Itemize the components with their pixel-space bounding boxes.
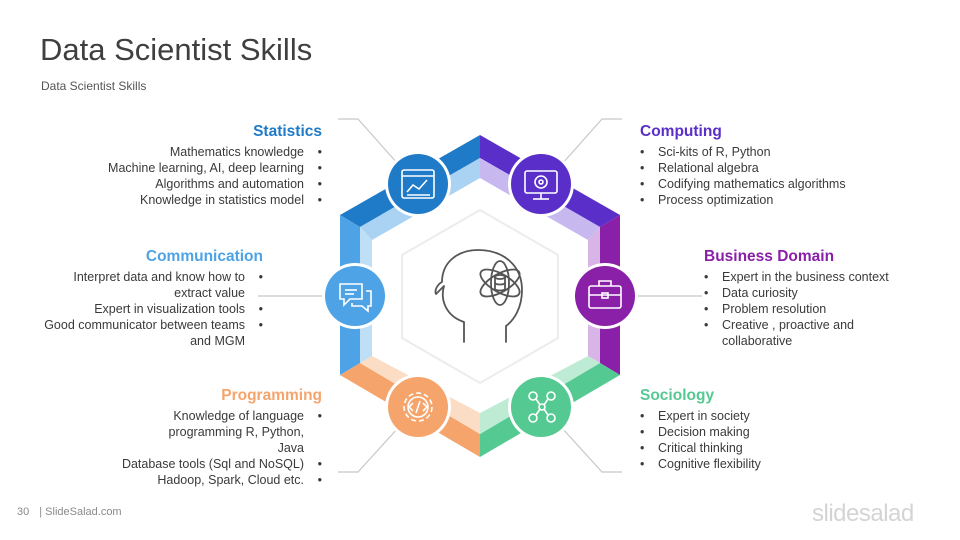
statistics-item: Knowledge in statistics model xyxy=(40,192,322,208)
computing-connector xyxy=(561,118,622,165)
sociology-item: Expert in society xyxy=(640,408,900,424)
communication-heading: Communication xyxy=(145,248,263,265)
communication-item: Interpret data and know how to extract v… xyxy=(40,269,263,301)
brand-logo: slidesalad xyxy=(812,500,914,527)
statistics-item: Mathematics knowledge xyxy=(40,144,322,160)
business-item: Creative , proactive and collaborative xyxy=(704,317,914,349)
code-gear-icon xyxy=(403,392,433,422)
people-network-icon xyxy=(528,391,556,423)
statistics-item: Algorithms and automation xyxy=(40,176,322,192)
statistics-item: Machine learning, AI, deep learning xyxy=(40,160,322,176)
node-sociology xyxy=(508,374,574,440)
computing-item: Sci-kits of R, Python xyxy=(640,144,900,160)
sociology-item: Critical thinking xyxy=(640,440,900,456)
programming-item: Database tools (Sql and NoSQL) xyxy=(40,456,322,472)
monitor-gear-icon xyxy=(524,170,558,200)
programming-connector xyxy=(338,427,399,473)
programming-item: Hadoop, Spark, Cloud etc. xyxy=(40,472,322,488)
business-block: Business Domain Expert in the business c… xyxy=(704,247,914,349)
statistics-heading: Statistics xyxy=(253,123,322,140)
footer-site: | SlideSalad.com xyxy=(39,506,122,518)
statistics-block: Statistics Mathematics knowledge Machine… xyxy=(40,122,322,208)
computing-item: Process optimization xyxy=(640,192,900,208)
programming-item: Knowledge of language programming R, Pyt… xyxy=(40,408,322,456)
computing-block: Computing Sci-kits of R, Python Relation… xyxy=(640,122,900,208)
sociology-heading: Sociology xyxy=(640,387,715,404)
statistics-connector xyxy=(338,118,399,165)
node-statistics xyxy=(385,151,451,217)
sociology-item: Cognitive flexibility xyxy=(640,456,900,472)
programming-heading: Programming xyxy=(221,387,322,404)
sociology-connector xyxy=(561,427,622,473)
node-business xyxy=(572,263,638,329)
head-atom-database-icon xyxy=(434,249,523,343)
footer: 30 | SlideSalad.com xyxy=(17,506,122,518)
dashboard-chart-icon xyxy=(401,169,435,199)
chat-bubbles-icon xyxy=(339,283,372,313)
node-programming xyxy=(385,374,451,440)
slide-subtitle: Data Scientist Skills xyxy=(41,79,147,93)
page-number: 30 xyxy=(17,506,30,518)
node-communication xyxy=(322,263,388,329)
business-heading: Business Domain xyxy=(704,248,835,265)
node-computing xyxy=(508,151,574,217)
communication-item: Expert in visualization tools xyxy=(40,301,263,317)
sociology-block: Sociology Expert in society Decision mak… xyxy=(640,386,900,472)
briefcase-icon xyxy=(588,280,622,309)
slide-title: Data Scientist Skills xyxy=(40,32,313,67)
computing-heading: Computing xyxy=(640,123,722,140)
computing-item: Relational algebra xyxy=(640,160,900,176)
programming-block: Programming Knowledge of language progra… xyxy=(40,386,322,488)
business-item: Problem resolution xyxy=(704,301,914,317)
communication-block: Communication Interpret data and know ho… xyxy=(40,247,263,349)
communication-item: Good communicator between teams and MGM xyxy=(40,317,263,349)
inner-hexagon xyxy=(401,208,559,385)
sociology-item: Decision making xyxy=(640,424,900,440)
business-item: Expert in the business context xyxy=(704,269,914,285)
computing-item: Codifying mathematics algorithms xyxy=(640,176,900,192)
business-item: Data curiosity xyxy=(704,285,914,301)
